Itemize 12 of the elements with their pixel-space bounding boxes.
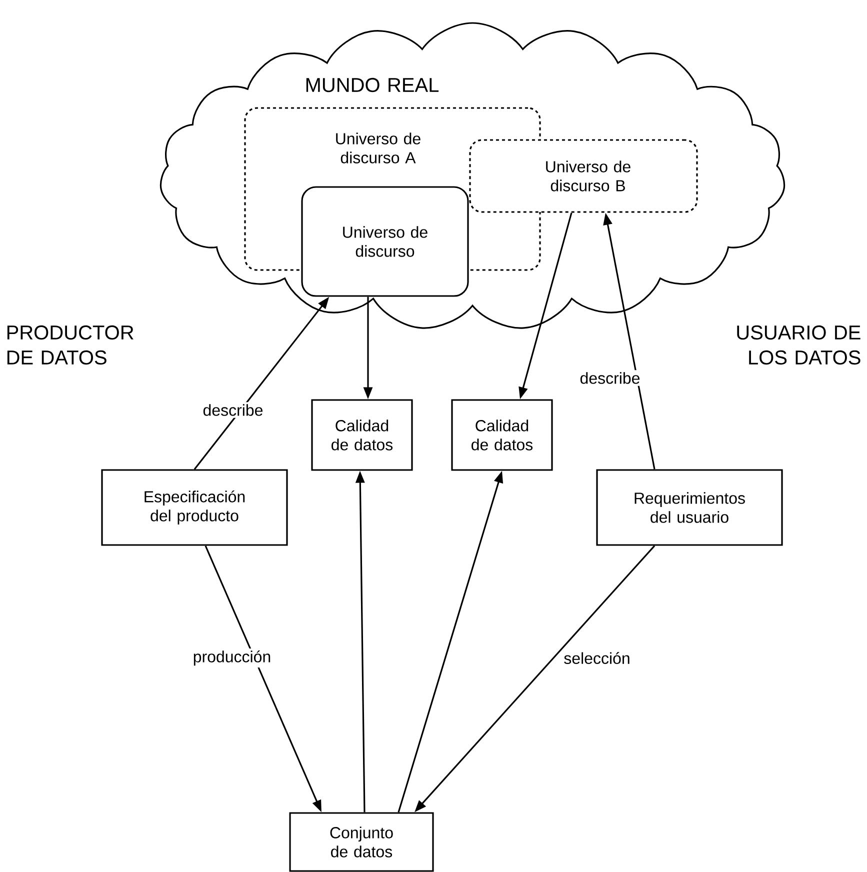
edge-label: describe (200, 402, 266, 418)
process-box: Calidad de datos (311, 399, 413, 471)
process-box: Especificación del producto (101, 469, 288, 546)
dashed-box: Universo de discurso B (469, 139, 698, 213)
process-box: Conjunto de datos (289, 812, 434, 872)
rounded-box: Universo de discurso (301, 186, 469, 297)
process-box: Requerimientos del usuario (596, 469, 783, 546)
edge-label: selección (562, 650, 632, 666)
edge-label: producción (190, 648, 274, 668)
edge-label: describe (578, 370, 642, 386)
side-label: PRODUCTOR DE DATOS (7, 325, 134, 365)
process-box: Calidad de datos (451, 399, 553, 471)
